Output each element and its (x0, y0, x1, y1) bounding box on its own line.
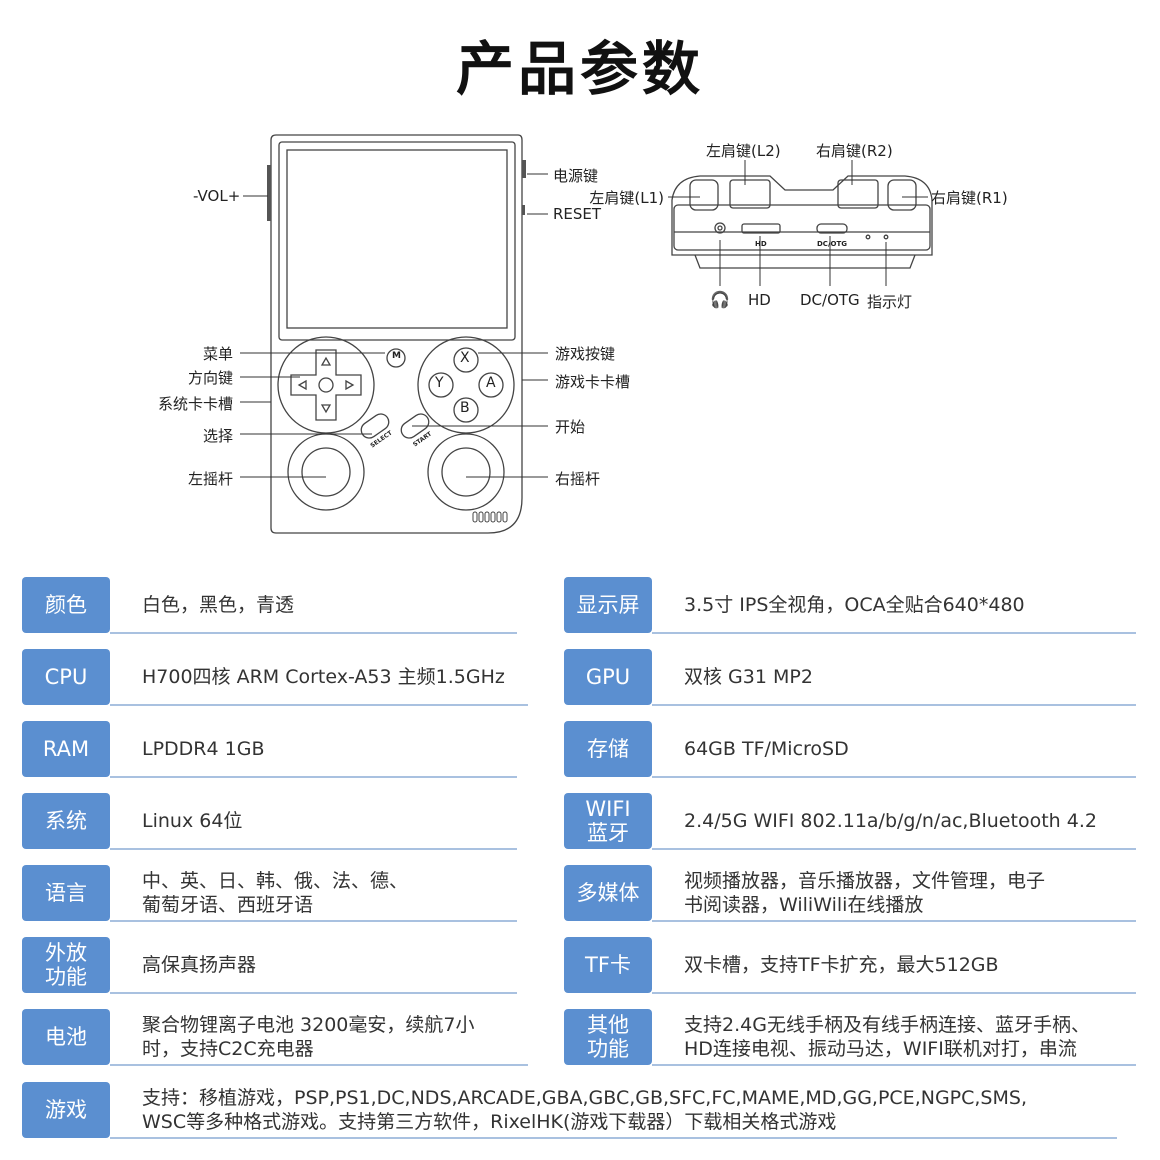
spec-row-wifi: WIFI 蓝牙 2.4/5G WIFI 802.11a/b/g/n/ac,Blu… (564, 793, 1136, 850)
spec-row-speaker: 外放 功能 高保真扬声器 (22, 937, 517, 994)
spec-row-multimedia: 多媒体 视频播放器，音乐播放器，文件管理，电子 书阅读器，WiliWili在线播… (564, 865, 1136, 922)
spec-value: LPDDR4 1GB (142, 738, 265, 760)
spec-value: H700四核 ARM Cortex-A53 主频1.5GHz (142, 666, 505, 688)
power-label: 电源键 (553, 167, 599, 185)
spec-row-color: 颜色 白色，黑色，青透 (22, 577, 517, 634)
spec-row-battery: 电池 聚合物锂离子电池 3200毫安，续航7小 时，支持C2C充电器 (22, 1009, 528, 1066)
indicator-label: 指示灯 (867, 293, 913, 311)
reset-label: RESET (553, 205, 602, 223)
spec-value: 双卡槽，支持TF卡扩充，最大512GB (684, 954, 999, 976)
a-button-label: A (486, 375, 496, 391)
spec-tag: TF卡 (564, 937, 652, 993)
spec-value: 聚合物锂离子电池 3200毫安，续航7小 时，支持C2C充电器 (142, 1014, 475, 1060)
spec-row-other: 其他 功能 支持2.4G无线手柄及有线手柄连接、蓝牙手柄、 HD连接电视、振动马… (564, 1009, 1136, 1066)
menu-label: 菜单 (202, 345, 233, 363)
spec-tag: 其他 功能 (564, 1009, 652, 1065)
b-button-label: B (460, 400, 470, 416)
spec-tag: 系统 (22, 793, 110, 849)
spec-row-cpu: CPU H700四核 ARM Cortex-A53 主频1.5GHz (22, 649, 528, 706)
l1-label: 左肩键(L1) (589, 189, 664, 207)
spec-value: 高保真扬声器 (142, 954, 257, 976)
spec-row-storage: 存储 64GB TF/MicroSD (564, 721, 1136, 778)
m-button-label: M (392, 351, 401, 361)
page-title: 产品参数 (455, 35, 704, 103)
game-buttons-label: 游戏按键 (555, 345, 616, 363)
spec-tag: RAM (22, 721, 110, 777)
spec-row-gpu: GPU 双核 G31 MP2 (564, 649, 1136, 706)
port-hd-text: HD (755, 240, 767, 248)
spec-value: 3.5寸 IPS全视角，OCA全贴合640*480 (684, 594, 1025, 616)
spec-value: 64GB TF/MicroSD (684, 738, 849, 760)
l2-label: 左肩键(L2) (706, 142, 781, 160)
spec-tag: 电池 (22, 1009, 110, 1065)
y-button-label: Y (435, 375, 444, 391)
spec-tag: 存储 (564, 721, 652, 777)
spec-tag: CPU (22, 649, 110, 705)
spec-row-games: 游戏 支持：移植游戏，PSP,PS1,DC,NDS,ARCADE,GBA,GBC… (22, 1082, 1117, 1139)
spec-value: 支持：移植游戏，PSP,PS1,DC,NDS,ARCADE,GBA,GBC,GB… (142, 1087, 1027, 1133)
start-label: 开始 (555, 418, 586, 436)
headphone-icon: 🎧 (710, 290, 730, 309)
spec-tag: 游戏 (22, 1082, 110, 1138)
spec-value: 支持2.4G无线手柄及有线手柄连接、蓝牙手柄、 HD连接电视、振动马达，WIFI… (684, 1014, 1090, 1060)
system-slot-label: 系统卡卡槽 (157, 395, 233, 413)
select-label: 选择 (202, 427, 233, 445)
spec-tag: WIFI 蓝牙 (564, 793, 652, 849)
spec-row-language: 语言 中、英、日、韩、俄、法、德、 葡萄牙语、西班牙语 (22, 865, 517, 922)
device-top-diagram (668, 160, 933, 286)
left-stick-label: 左摇杆 (187, 470, 233, 488)
spec-value: 2.4/5G WIFI 802.11a/b/g/n/ac,Bluetooth 4… (684, 810, 1097, 832)
x-button-label: X (460, 350, 470, 366)
game-slot-label: 游戏卡卡槽 (555, 373, 631, 391)
spec-value: 中、英、日、韩、俄、法、德、 葡萄牙语、西班牙语 (142, 870, 409, 916)
r2-label: 右肩键(R2) (816, 142, 893, 160)
dpad-label: 方向键 (187, 369, 233, 387)
port-dc-text: DC/OTG (817, 240, 847, 248)
spec-tag: 显示屏 (564, 577, 652, 633)
r1-label: 右肩键(R1) (931, 189, 1008, 207)
spec-value: 双核 G31 MP2 (684, 666, 813, 688)
dc-otg-label: DC/OTG (800, 291, 860, 309)
spec-row-ram: RAM LPDDR4 1GB (22, 721, 517, 778)
spec-row-tf: TF卡 双卡槽，支持TF卡扩充，最大512GB (564, 937, 1136, 994)
spec-value: 白色，黑色，青透 (142, 594, 295, 616)
spec-tag: 语言 (22, 865, 110, 921)
spec-row-system: 系统 Linux 64位 (22, 793, 517, 850)
device-front-diagram (240, 134, 548, 534)
vol-label: -VOL+ (193, 187, 241, 205)
spec-value: Linux 64位 (142, 810, 243, 832)
spec-row-screen: 显示屏 3.5寸 IPS全视角，OCA全贴合640*480 (564, 577, 1136, 634)
spec-tag: 外放 功能 (22, 937, 110, 993)
spec-tag: 多媒体 (564, 865, 652, 921)
spec-tag: GPU (564, 649, 652, 705)
right-stick-label: 右摇杆 (555, 470, 601, 488)
hd-label: HD (748, 291, 771, 309)
spec-tag: 颜色 (22, 577, 110, 633)
spec-value: 视频播放器，音乐播放器，文件管理，电子 书阅读器，WiliWili在线播放 (684, 870, 1046, 916)
